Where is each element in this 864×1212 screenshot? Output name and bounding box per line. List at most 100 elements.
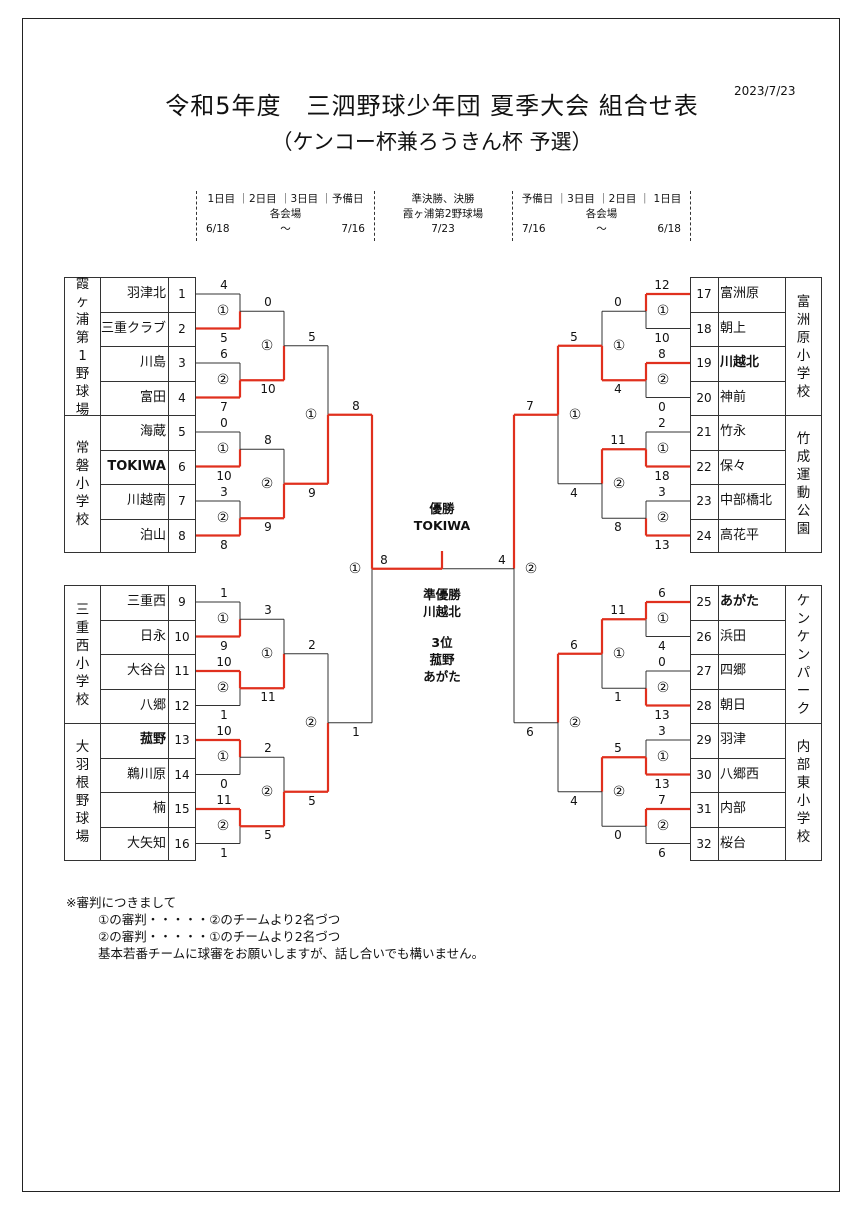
venue-label-char: 小 (796, 793, 811, 809)
team-name: 菰野 (139, 732, 166, 747)
venue-label-char: 小 (75, 476, 90, 492)
game-number-mark: ② (260, 783, 274, 800)
venue-label-char: 学 (796, 811, 811, 827)
schedule-divider (196, 191, 197, 241)
venue-label-char: 運 (796, 467, 811, 483)
game-score: 9 (308, 485, 316, 500)
team-row-divider (690, 346, 786, 347)
game-score: 1 (614, 690, 622, 705)
team-row-divider (690, 688, 786, 690)
game-number-mark: ① (612, 337, 626, 354)
game-score: 11 (216, 793, 232, 807)
team-seed: 26 (696, 629, 712, 644)
final-score: 4 (498, 552, 506, 567)
team-row-divider (100, 311, 196, 313)
champion-team: TOKIWA (413, 518, 471, 533)
venue-label-char: 洲 (796, 311, 811, 328)
team-row-divider (100, 688, 196, 690)
page-frame (22, 18, 840, 1192)
game-number-mark: ① (216, 749, 230, 766)
game-score: 6 (658, 586, 666, 600)
venue-label-char: 1 (78, 347, 87, 364)
game-score: 5 (220, 330, 228, 345)
game-score: 5 (308, 329, 316, 344)
team-row-divider (100, 723, 196, 724)
note-umpire-1: ①の審判・・・・・②のチームより2名づつ (98, 912, 341, 927)
game-number-mark: ② (524, 560, 538, 577)
game-score: 11 (610, 433, 626, 448)
team-name: あがた (720, 594, 760, 609)
venue-label-char: 西 (75, 637, 90, 654)
team-seed: 14 (174, 767, 190, 782)
schedule-center-round: 準決勝、決勝 (411, 193, 475, 205)
seed-column-divider (718, 277, 719, 553)
team-name: 川越南 (126, 493, 166, 508)
schedule-right-venue: 各会場 (585, 208, 618, 220)
game-score: 5 (570, 329, 578, 344)
game-score: 0 (658, 655, 666, 669)
game-score: 6 (220, 347, 228, 361)
venue-label-miesai-school: 三重西小学校 (64, 585, 101, 724)
game-number-mark: ② (568, 714, 582, 731)
venue-label-char: ヶ (75, 293, 90, 310)
note-plate-umpire: 基本若番チームに球審をお願いしますが、話し合いでも構いません。 (98, 946, 485, 961)
venue-label-char: 校 (796, 383, 811, 400)
schedule-left-venue: 各会場 (269, 208, 302, 220)
venue-label-char: 内 (796, 739, 811, 755)
game-score: 0 (220, 416, 228, 430)
game-score: 5 (264, 828, 272, 843)
team-seed: 31 (696, 802, 712, 816)
venue-label-char: 校 (75, 512, 90, 528)
game-score: 11 (260, 690, 276, 705)
game-number-mark: ① (216, 611, 230, 628)
team-name: 日永 (139, 628, 166, 644)
game-score: 2 (264, 741, 272, 756)
team-name: 川越北 (720, 355, 760, 370)
game-score: 2 (308, 637, 316, 652)
venue-label-char: 動 (796, 485, 811, 501)
venue-label-char: 富 (796, 293, 811, 310)
venue-label-kenken-park: ケンケンパーク (785, 585, 822, 724)
page-title: 令和5年度 三泗野球少年団 夏季大会 組合せ表 (165, 92, 699, 120)
game-number-mark: ② (656, 372, 670, 389)
team-row-divider (690, 380, 786, 382)
team-seed: 22 (696, 459, 712, 474)
game-score: 11 (610, 603, 626, 618)
venue-label-char: 霞 (75, 275, 90, 292)
schedule-left-end: 7/16 (341, 223, 365, 235)
note-umpire-2: ②の審判・・・・・①のチームより2名づつ (98, 929, 341, 944)
team-name: 楠 (152, 801, 166, 816)
team-row-divider (690, 723, 786, 724)
team-row-divider (100, 415, 196, 416)
game-number-mark: ① (304, 406, 318, 423)
schedule-center: 準決勝、決勝 霞ヶ浦第2野球場 7/23 (376, 192, 510, 237)
seed-column-divider (168, 277, 169, 553)
team-row-divider (100, 654, 196, 655)
game-number-mark: ① (656, 441, 670, 458)
team-seed: 20 (696, 390, 712, 405)
game-number-mark: ② (304, 714, 318, 731)
team-name: 羽津 (720, 732, 747, 747)
game-score: 10 (216, 655, 232, 669)
game-number-mark: ① (216, 303, 230, 320)
game-score: 8 (264, 433, 272, 448)
venue-label-char: 磐 (75, 458, 90, 474)
team-name: TOKIWA (107, 458, 166, 474)
game-number-mark: ① (656, 303, 670, 320)
game-number-mark: ② (216, 818, 230, 835)
venue-label-char: 学 (75, 673, 90, 690)
team-seed: 3 (178, 356, 186, 370)
game-number-mark: ① (260, 645, 274, 662)
venue-label-char: ケ (796, 628, 811, 645)
schedule-right-end: 6/18 (657, 223, 681, 235)
team-seed: 13 (174, 733, 190, 747)
team-seed: 32 (696, 836, 712, 851)
game-score: 2 (658, 416, 666, 430)
venue-label-char: ケ (796, 592, 811, 609)
team-name: 神前 (720, 389, 747, 405)
team-seed: 4 (178, 390, 186, 405)
third-place-team-2: あがた (423, 669, 461, 684)
team-row-divider (690, 654, 786, 655)
venue-label-char: ク (796, 700, 811, 717)
schedule-left: 1日目 ｜2日目 ｜3日目 ｜予備日 各会場 6/18 ～ 7/16 (198, 192, 373, 237)
